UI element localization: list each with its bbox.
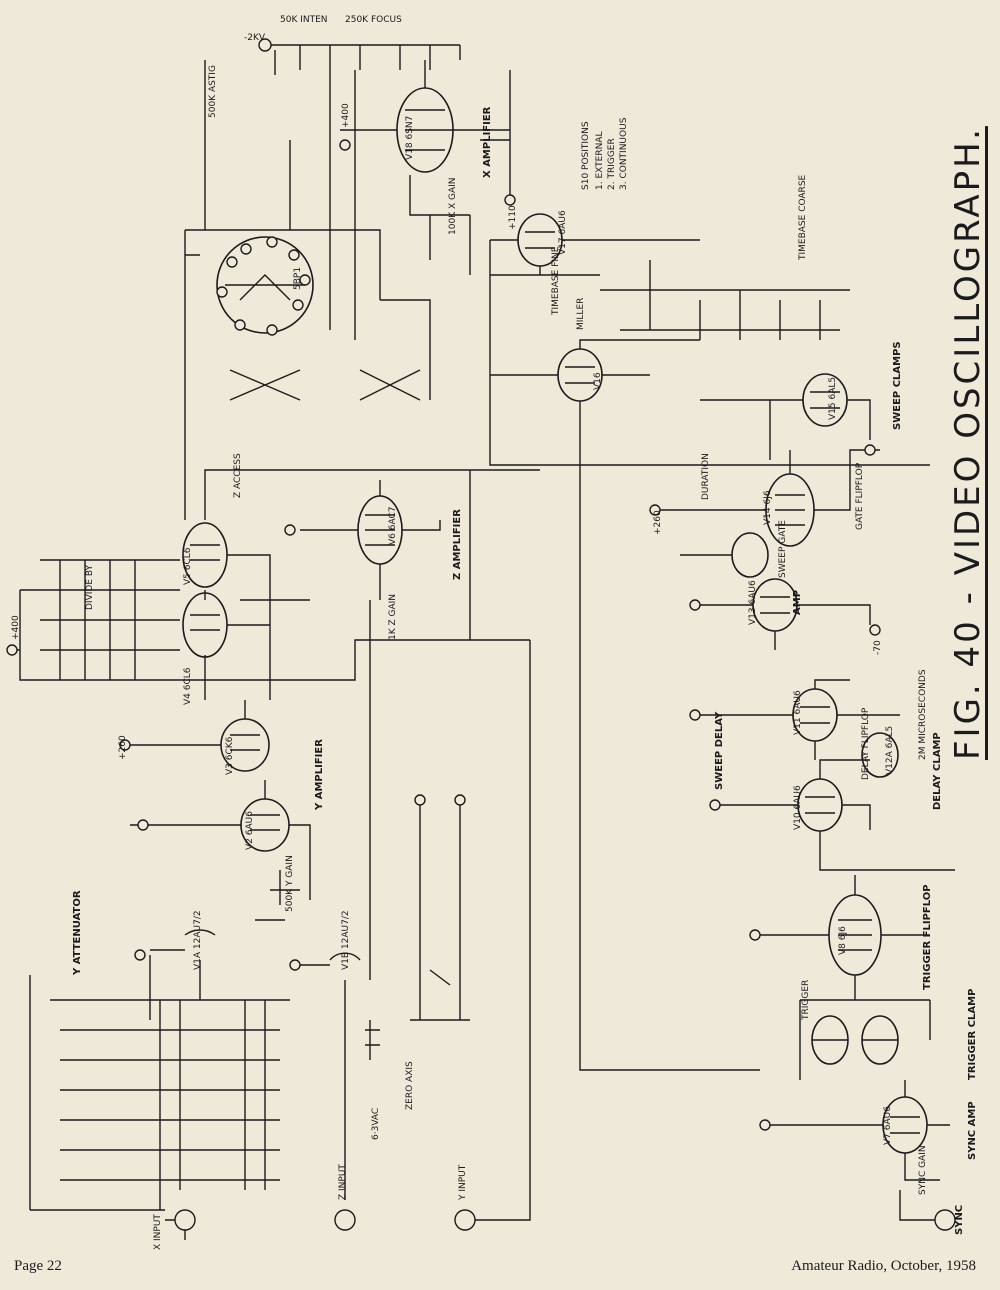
y-amplifier-label: Y AMPLIFIER (314, 739, 325, 811)
v18-label: V18 6SN7 (405, 116, 415, 160)
figure-title: FIG. 40 - VIDEO OSCILLOGRAPH. (948, 126, 988, 760)
miller-label: MILLER (576, 298, 586, 330)
p260-gate-label: +260 (653, 510, 663, 535)
divide-by-label: DIVIDE BY (85, 564, 95, 610)
z-input-label: Z INPUT (338, 1164, 348, 1200)
y-chain-section (6, 469, 540, 1240)
v2-label: V2 6AU6 (245, 811, 255, 850)
z-amplifier-label: Z AMPLIFIER (452, 509, 463, 580)
page-number: Page 22 (14, 1258, 62, 1274)
x-input-label: X INPUT (153, 1214, 163, 1250)
inten-label: 50K INTEN (280, 15, 328, 25)
sync-amp-label: SYNC AMP (967, 1101, 978, 1160)
p400-left-label: +400 (11, 615, 21, 640)
v10-tube-symbol (797, 778, 843, 832)
v17-label: V17 6AU6 (558, 210, 568, 255)
crt-type-label: 5BP1 (293, 267, 303, 290)
v13-label: V13 6AU6 (748, 580, 758, 625)
sweep-delay-label: SWEEP DELAY (714, 711, 725, 790)
z-input-connector[interactable] (334, 1209, 356, 1231)
x-input-connector[interactable] (174, 1209, 196, 1231)
v5-label: V5 6CL6 (183, 547, 193, 585)
sync-gain-label: SYNC GAIN (918, 1145, 928, 1195)
trigger-label: TRIGGER (801, 980, 811, 1021)
trigger-section (749, 875, 956, 1231)
sweep-gate-label: SWEEP GATE (778, 520, 788, 578)
v12a-tube-symbol (861, 732, 899, 778)
gate-flipflop-label: GATE FLIPFLOP (855, 462, 865, 530)
amp-label: AMP (792, 590, 803, 615)
zero-axis-label: ZERO AXIS (405, 1061, 415, 1110)
v15-label: V15 6AL5 (828, 377, 838, 420)
y-gain-label: 500K Y GAIN (285, 855, 295, 912)
v8-label: V8 6J6 (838, 926, 848, 955)
s10-positions-label: S10 POSITIONS (581, 121, 591, 190)
v1b-label: V1B 12AU7/2 (341, 910, 351, 970)
v4-label: V4 6CL6 (183, 667, 193, 705)
y-input-label: Y INPUT (458, 1164, 468, 1201)
v1a-label: V1A 12AU7/2 (193, 910, 203, 970)
x-gain-label: 100K X GAIN (448, 178, 458, 236)
timebase-section (469, 213, 930, 1071)
s10-position-3: 3. CONTINUOUS (619, 117, 629, 190)
publication-line: Amateur Radio, October, 1958 (791, 1258, 976, 1274)
p400-top-label: +400 (341, 103, 351, 128)
crt-pins (216, 236, 311, 336)
m70-label: -70 (873, 640, 883, 655)
v15-tube-symbol (802, 373, 848, 427)
trigger-clamp-label: TRIGGER CLAMP (967, 989, 978, 1080)
v7-label: V7 6AU6 (883, 1106, 893, 1145)
schematic-labels: -2KV 50K INTEN 250K FOCUS 500K ASTIG X A… (11, 15, 978, 1250)
v3-label: V3 6CK6 (225, 736, 235, 775)
z-amplifier-section (284, 480, 531, 1231)
v6-label: V6 6AC7 (388, 507, 398, 545)
v14-label: V14 6J6 (763, 490, 773, 525)
v10-label: V10 6AU6 (793, 785, 803, 830)
v4-tube-symbol (182, 592, 228, 658)
gate-section (649, 373, 881, 650)
s10-position-2: 2. TRIGGER (607, 138, 617, 190)
p400-left-terminal (6, 644, 18, 656)
delay-section (689, 679, 955, 871)
z-gain-label: 1K Z GAIN (388, 594, 398, 640)
duration-label: DURATION (701, 453, 711, 500)
focus-label: 250K FOCUS (345, 15, 402, 25)
sync-input-connector[interactable] (934, 1209, 956, 1231)
s10-position-1: 1. EXTERNAL (595, 132, 605, 190)
x-amplifier-section (339, 60, 516, 275)
crt-section (184, 38, 461, 520)
timebase-coarse-label: TIMEBASE COARSE (798, 174, 808, 261)
z-access-label: Z ACCESS (233, 453, 243, 498)
delay-clamp-label: DELAY CLAMP (932, 732, 943, 810)
p110-x-label: +110 (508, 205, 518, 230)
timebase-fine-label: TIMEBASE FINE (551, 246, 561, 316)
v12b-tube-symbol (731, 532, 769, 578)
sync-label: SYNC (954, 1205, 965, 1235)
y-input-connector[interactable] (454, 1209, 476, 1231)
supply-2kv-label: -2KV (244, 33, 266, 43)
microseconds-label: 2M MICROSECONDS (918, 669, 928, 760)
v11-label: V11 6AU6 (793, 690, 803, 735)
sweep-clamps-label: SWEEP CLAMPS (892, 341, 903, 430)
y-attenuator-label: Y ATTENUATOR (72, 890, 83, 976)
p260-y-label: +260 (118, 735, 128, 760)
v16-label: V16 (593, 372, 603, 390)
v13-tube-symbol (752, 578, 798, 632)
trigger-flipflop-label: TRIGGER FLIPFLOP (922, 884, 933, 990)
vac-label: 6·3VAC (371, 1108, 381, 1140)
astig-label: 500K ASTIG (208, 65, 218, 118)
v12a-label: V12A 6AL5 (885, 726, 895, 775)
delay-flipflop-label: DELAY FLIPFLOP (861, 707, 871, 780)
x-amplifier-label: X AMPLIFIER (482, 106, 493, 178)
